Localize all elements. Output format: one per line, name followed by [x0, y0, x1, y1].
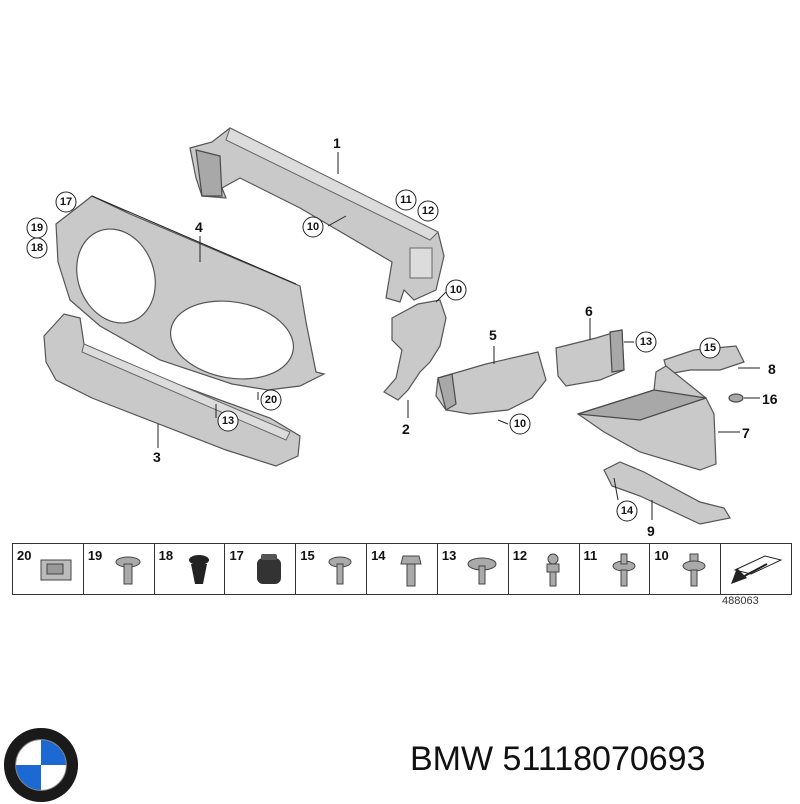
- svg-text:13: 13: [222, 415, 234, 427]
- part-2-bracket: [383, 299, 447, 401]
- part-5-air-duct: [435, 351, 547, 415]
- legend-item-10: 10: [650, 544, 722, 594]
- legend-number: 20: [17, 548, 32, 563]
- small-parts-legend: 20 19 18 17 15 14 13 12 11 10: [12, 543, 792, 595]
- callout-8: 8: [768, 361, 776, 377]
- part-1-upper-carrier: [189, 127, 445, 303]
- svg-text:13: 13: [640, 336, 652, 348]
- brand-name: BMW: [410, 740, 494, 778]
- legend-item-12: 12: [509, 544, 580, 594]
- svg-text:12: 12: [422, 205, 434, 217]
- circled-callout-13-left: 13: [217, 410, 239, 432]
- legend-item-15: 15: [296, 544, 368, 594]
- circled-callout-12: 12: [417, 200, 439, 222]
- ball-stud-icon: [546, 553, 560, 587]
- callout-9: 9: [647, 523, 655, 539]
- legend-number: 14: [371, 548, 386, 563]
- plate-screw-icon: [467, 557, 497, 585]
- circled-callout-10-mid: 10: [445, 279, 467, 301]
- legend-item-arrow: [721, 544, 791, 594]
- callout-5: 5: [489, 327, 497, 343]
- circled-callout-14: 14: [616, 500, 638, 522]
- svg-text:10: 10: [450, 284, 462, 296]
- circled-callout-10-low: 10: [509, 413, 531, 435]
- hex-screw-icon: [115, 556, 141, 585]
- svg-text:10: 10: [307, 221, 319, 233]
- legend-item-19: 19: [84, 544, 155, 594]
- part-3-lower-carrier: [43, 313, 301, 467]
- part-7-air-guide: [576, 365, 717, 471]
- part-4-grille-frame: [55, 195, 326, 391]
- svg-text:18: 18: [31, 242, 43, 254]
- rubber-buffer-icon: [257, 554, 282, 584]
- part-16-nut: [728, 393, 744, 403]
- legend-number: 11: [583, 548, 598, 563]
- circled-callout-10-top: 10: [302, 216, 324, 238]
- leader-lines: [157, 152, 760, 520]
- circled-callout-15: 15: [699, 337, 721, 359]
- expanding-rivet-icon: [188, 555, 209, 584]
- callout-7: 7: [742, 425, 750, 441]
- svg-text:19: 19: [31, 222, 43, 234]
- callout-1: 1: [333, 135, 341, 151]
- svg-text:14: 14: [621, 505, 634, 517]
- callout-6: 6: [585, 303, 593, 319]
- legend-item-11: 11: [580, 544, 651, 594]
- part-6-duct: [555, 329, 625, 387]
- svg-text:10: 10: [514, 418, 526, 430]
- circled-callout-19: 19: [26, 217, 48, 239]
- callout-16: 16: [762, 391, 778, 407]
- legend-number: 13: [441, 548, 457, 563]
- diagram-reference-number: 488063: [722, 595, 759, 607]
- legend-item-17: 17: [225, 544, 297, 594]
- legend-number: 15: [300, 548, 315, 563]
- flange-screw-icon: [328, 556, 352, 585]
- legend-number: 18: [158, 548, 174, 563]
- parts-diagram: 1 2 3 4 5 6 7 8 9 16 17 19 18 11 12 10 1…: [26, 127, 778, 539]
- circled-callout-11: 11: [395, 189, 417, 211]
- part-9-lower-bracket: [603, 461, 731, 525]
- legend-item-18: 18: [155, 544, 226, 594]
- bolt-washer-icon: [682, 553, 706, 587]
- legend-number: 19: [87, 548, 103, 563]
- legend-item-20: 20: [13, 544, 84, 594]
- circled-callout-17: 17: [55, 191, 77, 213]
- direction-arrow-icon: [731, 555, 783, 584]
- svg-text:20: 20: [265, 394, 277, 406]
- legend-number: 12: [512, 548, 528, 563]
- bmw-logo-icon: [3, 727, 79, 803]
- circled-callout-13-right: 13: [635, 331, 657, 353]
- product-title: BMW 51118070693: [410, 740, 706, 779]
- svg-text:17: 17: [60, 196, 72, 208]
- svg-text:15: 15: [704, 342, 716, 354]
- clip-nut-icon: [40, 559, 72, 581]
- legend-item-14: 14: [367, 544, 438, 594]
- legend-number: 10: [654, 548, 669, 563]
- legend-number: 17: [229, 548, 244, 563]
- plastic-rivet-icon: [612, 553, 635, 587]
- part-number: 51118070693: [502, 740, 706, 778]
- callout-4: 4: [195, 219, 203, 235]
- circled-callout-20: 20: [260, 389, 282, 411]
- legend-item-13: 13: [438, 544, 509, 594]
- svg-text:11: 11: [400, 194, 412, 206]
- hex-bolt-icon: [400, 555, 422, 587]
- callout-3: 3: [153, 449, 161, 465]
- callout-2: 2: [402, 421, 410, 437]
- circled-callout-18: 18: [26, 237, 48, 259]
